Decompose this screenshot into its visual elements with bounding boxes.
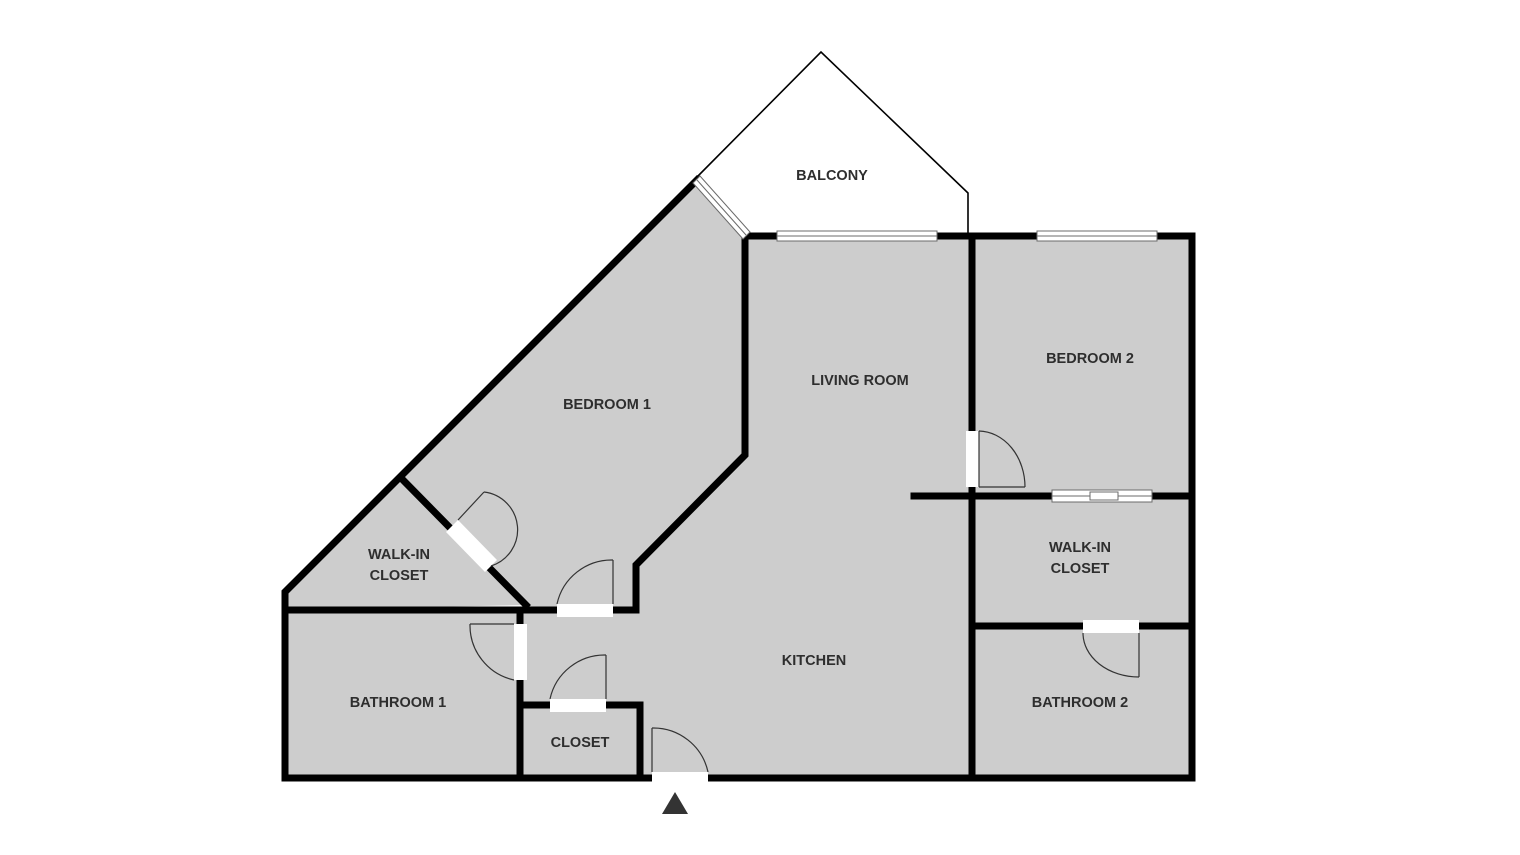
walk-in-closet-2-label-line-1: WALK-IN bbox=[1049, 540, 1111, 556]
bathroom-1-door-gap bbox=[514, 624, 527, 680]
bedroom-1-fill bbox=[403, 180, 745, 610]
balcony-label: BALCONY bbox=[796, 168, 868, 184]
triangle-up-icon bbox=[662, 792, 688, 814]
room-labels: BALCONY BEDROOM 1 LIVING ROOM BEDROOM 2 … bbox=[350, 168, 1134, 751]
bathroom-2-door-gap bbox=[1083, 620, 1139, 633]
closet-door-gap bbox=[550, 699, 606, 712]
bedroom-2-door-gap bbox=[966, 431, 979, 487]
walk-in-closet-1-area bbox=[285, 480, 526, 610]
bedroom-2-label: BEDROOM 2 bbox=[1046, 351, 1134, 367]
bathroom-1-label: BATHROOM 1 bbox=[350, 695, 446, 711]
walk-in-closet-1-label-line-2: CLOSET bbox=[370, 568, 429, 584]
windows bbox=[692, 175, 1158, 242]
balcony-outline bbox=[696, 50, 969, 236]
outer-wall bbox=[281, 175, 1196, 782]
closet-area bbox=[520, 705, 640, 778]
doors bbox=[446, 430, 1153, 785]
walk-in-closet-2-area bbox=[972, 496, 1190, 626]
kitchen-label: KITCHEN bbox=[782, 653, 846, 669]
bedroom-2-area bbox=[972, 236, 1190, 496]
bathroom-2-area bbox=[972, 626, 1190, 778]
living-room-label: LIVING ROOM bbox=[811, 373, 908, 389]
entrance-door-gap bbox=[652, 772, 708, 785]
walk-in-closet-2-label-line-2: CLOSET bbox=[1051, 561, 1110, 577]
bathroom-1-area bbox=[285, 610, 520, 778]
bedroom-1-label: BEDROOM 1 bbox=[563, 397, 651, 413]
bedroom-1-door-gap bbox=[557, 604, 613, 617]
living-kitchen-area bbox=[520, 236, 972, 778]
bathroom-2-label: BATHROOM 2 bbox=[1032, 695, 1128, 711]
walk-in-closet-1-label-line-1: WALK-IN bbox=[368, 547, 430, 563]
closet-label: CLOSET bbox=[551, 735, 610, 751]
walk-in-1-door-gap bbox=[446, 520, 497, 572]
